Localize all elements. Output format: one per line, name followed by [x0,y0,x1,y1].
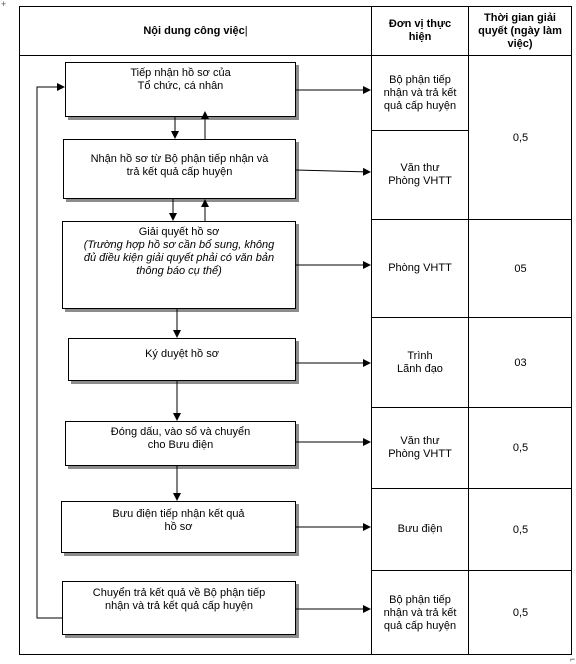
step-text: nhận và trả kết quả cấp huyện [105,600,253,612]
step-text: Chuyển trả kết quả về Bộ phận tiếp [92,587,266,599]
unit-row-line [371,130,468,131]
unit-row-line [371,570,468,571]
time-cell: 0,5 [512,131,529,144]
step-text: Tiếp nhận hồ sơ của [130,67,231,79]
arrow-right [295,167,371,176]
step-text: cho Bưu điện [147,439,214,451]
time-cell: 03 [514,356,527,369]
column-divider-2 [468,6,469,655]
unit-row-line [371,407,468,408]
table-border [19,6,572,655]
time-row-line [468,570,572,571]
time-cell: 0,5 [512,607,529,619]
time-row-line [468,407,572,408]
column-divider-1 [371,6,372,655]
step-text: Tổ chức, cá nhân [137,80,224,92]
step-text: Giải quyết hồ sơ [138,226,220,238]
table-corner-mark-bottom-right: ⌐ [570,654,576,664]
step-note: thông báo cụ thể) [136,265,222,277]
time-row-line [468,219,572,220]
time-cell: 0,5 [512,442,529,454]
header-divider [19,55,572,56]
header-unit: Đơn vị thực hiện [388,18,452,43]
step-text: Bưu điện tiếp nhận kết quả [112,508,245,520]
time-row-line [468,488,572,489]
step-note: (Trường hợp hồ sơ cần bổ sung, không [83,239,275,251]
step-process-dossier: Giải quyết hồ sơ (Trường hợp hồ sơ cần b… [62,221,296,309]
time-row-line [468,317,572,318]
step-return-result: Chuyển trả kết quả về Bộ phận tiếp nhận … [62,581,296,635]
step-note: đủ điều kiện giải quyết phải có văn bản [83,252,275,264]
time-cell: 0,5 [512,523,529,536]
step-text: trả kết quả cấp huyện [126,166,233,178]
table-move-handle[interactable]: + [1,0,7,9]
step-take-from-reception: Nhận hồ sơ từ Bộ phận tiếp nhận và trả k… [63,139,296,199]
time-cell: 05 [514,262,527,275]
unit-row-line [371,317,468,318]
step-approve-dossier: Ký duyệt hồ sơ [68,338,296,381]
unit-cell: Bưu điện [397,523,443,535]
loop-back-arrow [36,83,65,619]
step-stamp-and-send: Đóng dấu, vào sổ và chuyển cho Bưu điện [65,421,296,466]
step-post-office-receives: Bưu điện tiếp nhận kết quả hồ sơ [61,501,296,553]
step-receive-dossier: Tiếp nhận hồ sơ của Tổ chức, cá nhân [65,62,296,117]
step-text: Ký duyệt hồ sơ [145,348,219,360]
step-text: Đóng dấu, vào sổ và chuyển [110,426,251,438]
unit-cell: Phòng VHTT [388,262,452,274]
header-work-content: Nội dung công việc| [143,24,248,37]
step-text: hồ sơ [164,521,193,533]
step-text: Nhận hồ sơ từ Bộ phận tiếp nhận và [90,153,269,165]
unit-row-line [371,488,468,489]
header-time: Thời gian giải quyết (ngày làm việc) [478,11,562,50]
unit-row-line [371,219,468,220]
